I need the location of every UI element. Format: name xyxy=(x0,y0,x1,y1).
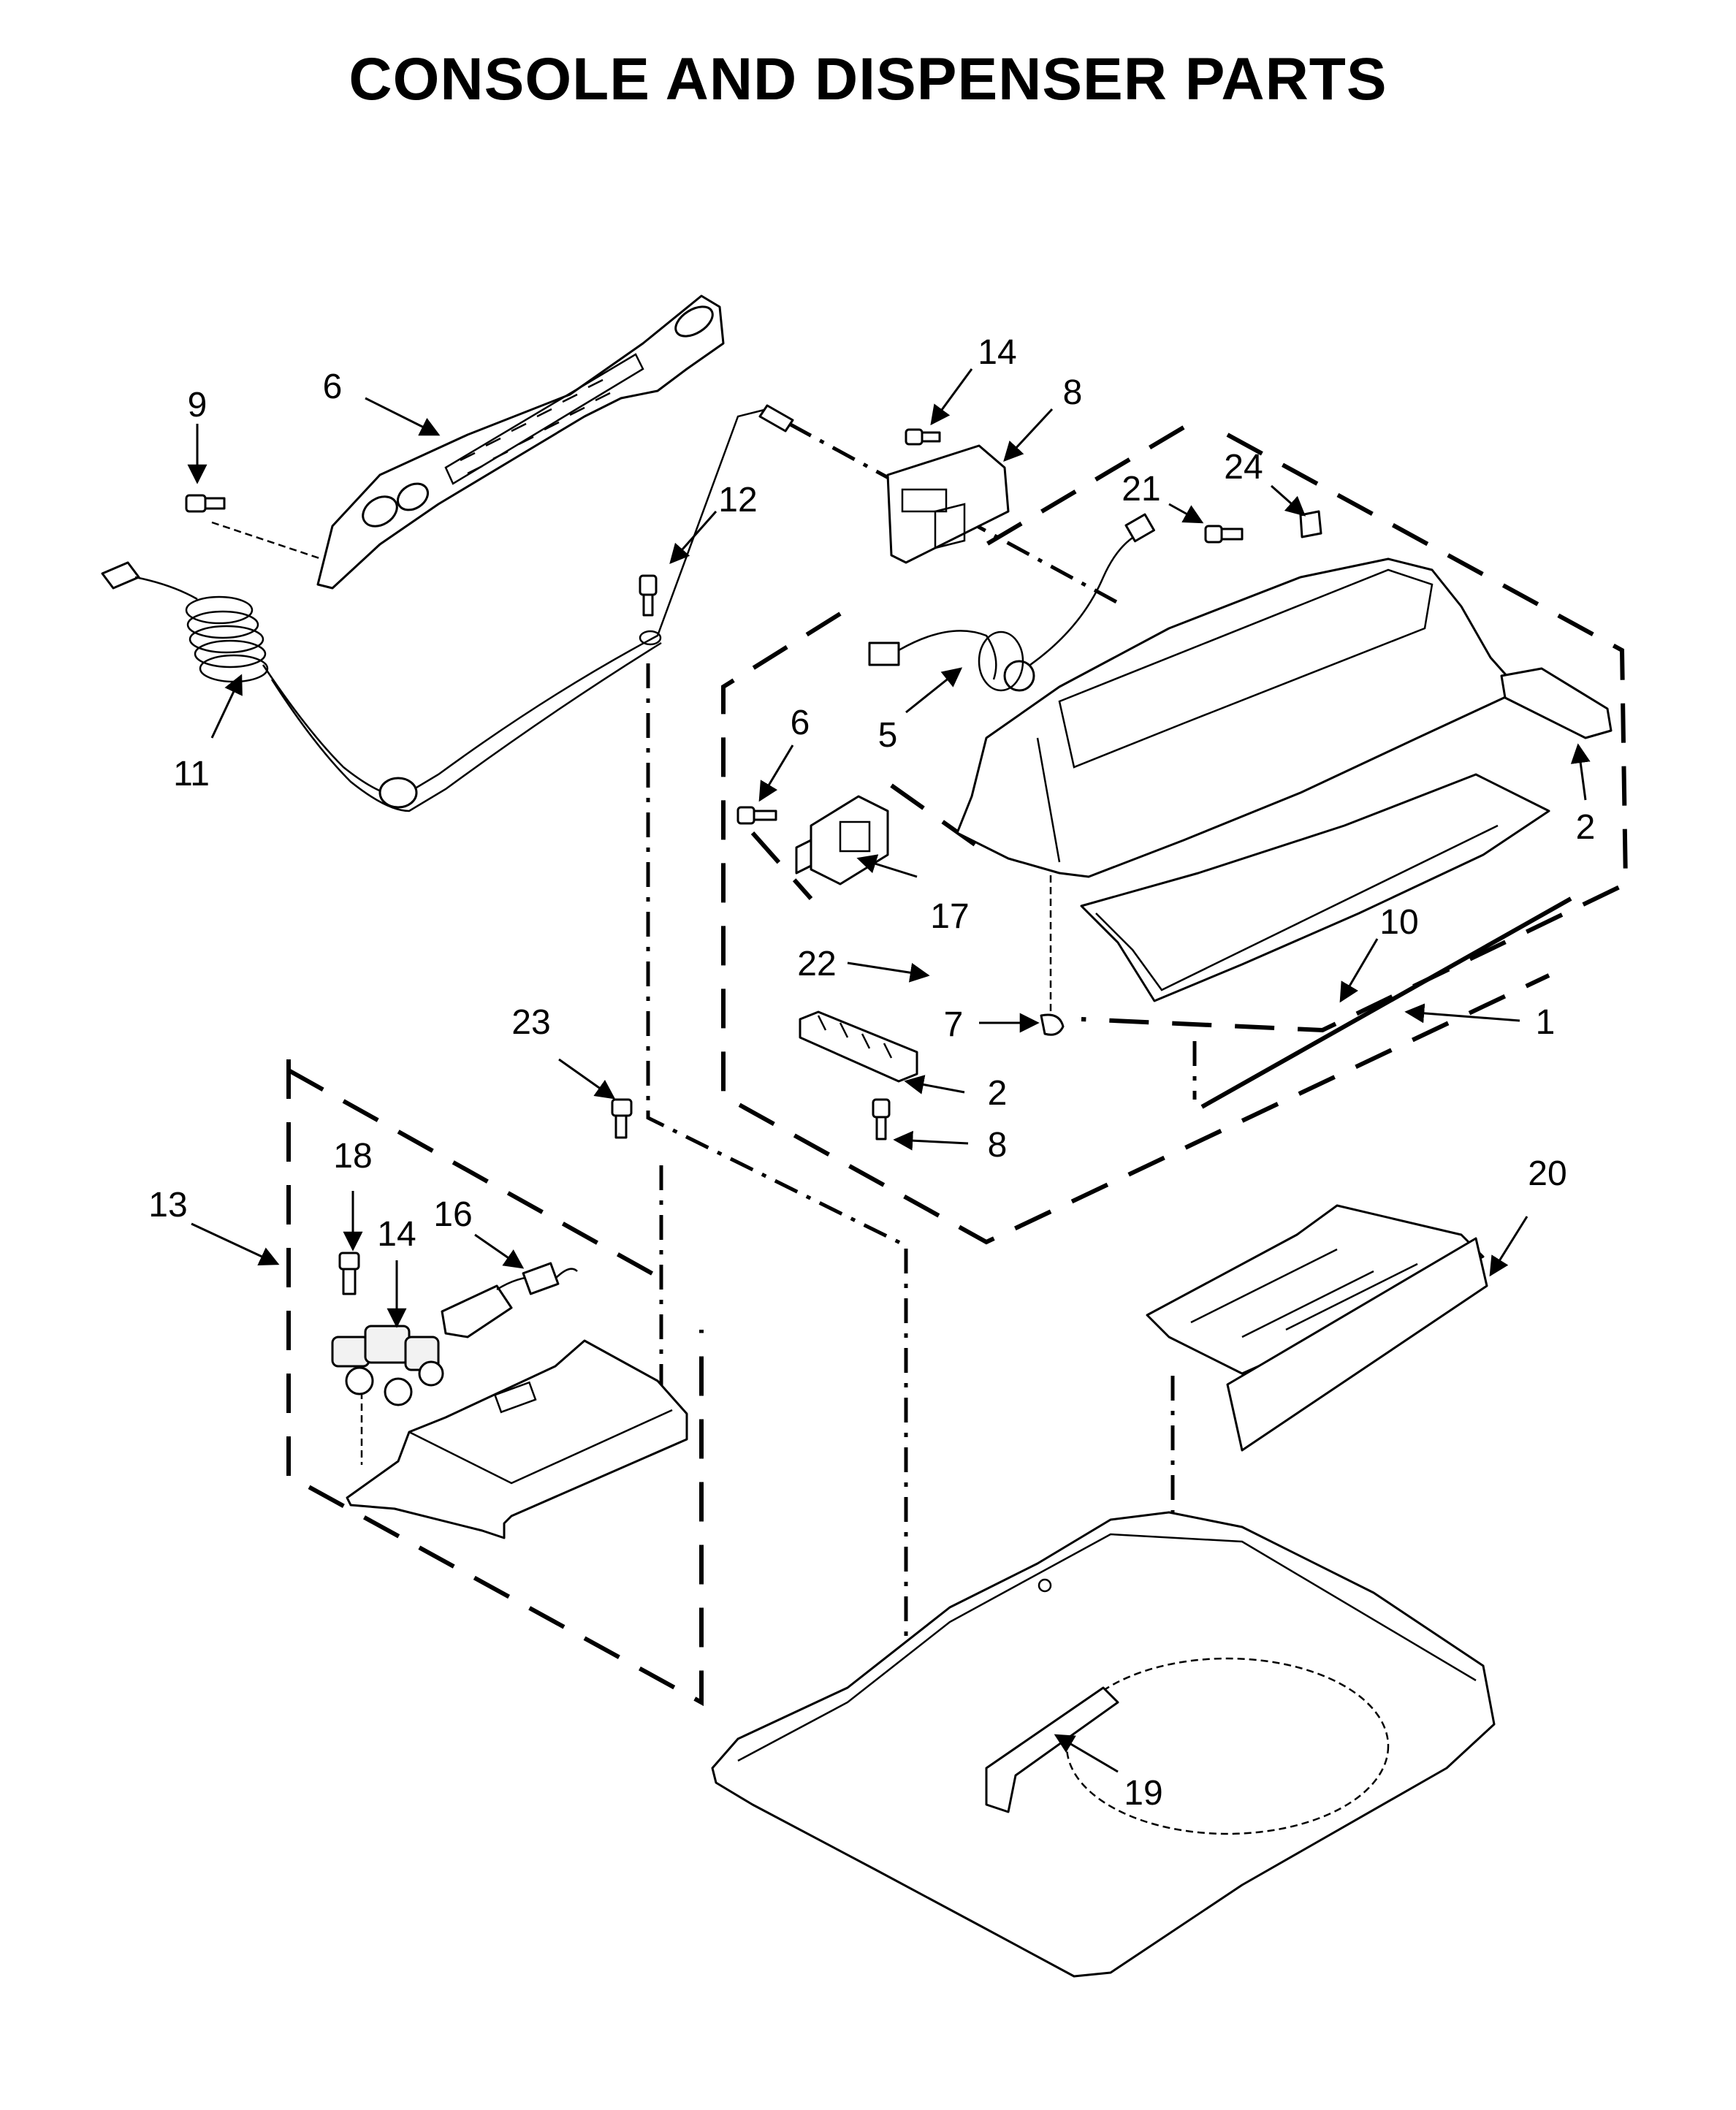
clip-part-24 xyxy=(1299,510,1322,538)
callout-7: 6 xyxy=(323,367,343,406)
callout-21: 21 xyxy=(1122,470,1160,509)
callout-16: 16 xyxy=(433,1195,472,1234)
user-interface-board xyxy=(886,444,1010,564)
valve-bracket-part-13 xyxy=(346,1339,688,1539)
hinge-part-2-right xyxy=(1500,667,1613,739)
callout-9: 9 xyxy=(188,386,208,424)
screw-part-15 xyxy=(905,428,941,446)
sensor-module-part-17 xyxy=(795,795,889,885)
callout-22: 22 xyxy=(797,945,836,983)
callout-6: 8 xyxy=(1063,373,1083,412)
callout-4: 6 xyxy=(791,704,810,742)
callout-18: 18 xyxy=(333,1137,372,1176)
callout-2-left: 2 xyxy=(988,1074,1008,1113)
callout-8: 8 xyxy=(988,1126,1008,1165)
top-cover xyxy=(711,1511,1496,1978)
clip-part-5 xyxy=(1040,1013,1065,1036)
screw-part-23 xyxy=(611,1098,633,1139)
hinge-part-2-left xyxy=(799,1010,918,1083)
callout-14: 14 xyxy=(377,1215,416,1254)
screw-part-21 xyxy=(1204,525,1244,544)
water-valve-part-14 xyxy=(331,1325,444,1406)
bracket-part-19 xyxy=(985,1686,1119,1813)
callout-11: 11 xyxy=(173,755,210,793)
callout-labels: 6 9 14 8 21 24 12 11 5 6 17 2 10 22 1 7 … xyxy=(148,333,1595,1813)
console-housing-part-1 xyxy=(956,557,1550,1002)
callout-24: 24 xyxy=(1224,448,1263,487)
ground-screw-part-12 xyxy=(639,574,662,646)
callout-13: 13 xyxy=(148,1186,187,1225)
callout-2-right: 2 xyxy=(1576,808,1596,847)
callout-17: 17 xyxy=(930,897,969,936)
dispenser-drawer-part-20 xyxy=(1146,1204,1488,1452)
screw-part-8 xyxy=(872,1098,891,1140)
console-rear-panel xyxy=(316,294,725,590)
screw-part-4 xyxy=(736,806,777,825)
callout-15: 14 xyxy=(978,333,1016,372)
callout-19: 19 xyxy=(1124,1774,1162,1813)
lens-part-10 xyxy=(1200,896,1572,1109)
callout-23: 23 xyxy=(511,1003,550,1042)
callout-3: 5 xyxy=(878,716,898,755)
screw-part-18 xyxy=(338,1252,360,1295)
callout-12: 12 xyxy=(718,481,757,519)
callout-10: 10 xyxy=(1379,903,1418,942)
callout-arrows xyxy=(187,368,1591,1773)
callout-5: 7 xyxy=(944,1005,964,1044)
valve-bracket-outline xyxy=(286,1059,704,1707)
power-cord xyxy=(101,404,794,812)
screw-part-9 xyxy=(185,494,226,513)
callout-1: 1 xyxy=(1536,1003,1556,1042)
harness-part-16 xyxy=(441,1262,578,1338)
diagram-title: CONSOLE AND DISPENSER PARTS xyxy=(349,46,1387,113)
wire-harness-part-3 xyxy=(868,513,1155,692)
callout-20: 20 xyxy=(1528,1154,1566,1193)
